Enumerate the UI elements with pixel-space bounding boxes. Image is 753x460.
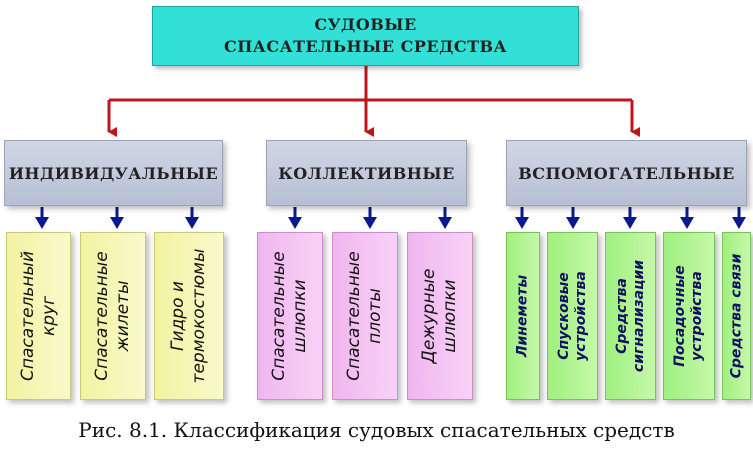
- root-title-line1: СУДОВЫЕ: [314, 15, 417, 34]
- root-node: СУДОВЫЕ СПАСАТЕЛЬНЫЕ СРЕДСТВА: [152, 6, 579, 66]
- leaf-label: Спасательные плоты: [344, 251, 385, 381]
- category-label: ВСПОМОГАТЕЛЬНЫЕ: [518, 163, 735, 183]
- arrow-leaf-9: [623, 207, 637, 229]
- category-auxiliary: ВСПОМОГАТЕЛЬНЫЕ: [506, 140, 747, 206]
- root-title-line2: СПАСАТЕЛЬНЫЕ СРЕДСТВА: [223, 37, 508, 56]
- leaf-embarkation-devices: Посадочные устройства: [663, 232, 715, 400]
- leaf-label: Спасательный круг: [17, 251, 59, 381]
- leaf-liferafts: Спасательные плоты: [332, 232, 398, 400]
- leaf-lifeboats: Спасательные шлюпки: [257, 232, 323, 400]
- arrow-leaf-2: [110, 207, 124, 229]
- leaf-launching-devices: Спусковые устройства: [547, 232, 598, 400]
- leaf-rescue-boats: Дежурные шлюпки: [407, 232, 473, 400]
- arrow-leaf-7: [515, 207, 529, 229]
- arrow-leaf-3: [185, 207, 199, 229]
- arrow-leaf-8: [566, 207, 580, 229]
- leaf-immersion-suits: Гидро и термокостюмы: [154, 232, 224, 400]
- leaf-label: Средства связи: [728, 253, 744, 379]
- category-individual: ИНДИВИДУАЛЬНЫЕ: [4, 140, 223, 206]
- leaf-signalling-means: Средства сигнализации: [605, 232, 656, 400]
- category-collective: КОЛЛЕКТИВНЫЕ: [266, 140, 467, 206]
- leaf-lifebuoy: Спасательный круг: [6, 232, 71, 400]
- arrow-leaf-4: [288, 207, 302, 229]
- arrow-leaf-10: [680, 207, 694, 229]
- leaf-label: Средства сигнализации: [613, 259, 647, 373]
- leaf-label: Спусковые устройства: [555, 271, 589, 361]
- leaf-label: Дежурные шлюпки: [419, 268, 460, 364]
- leaf-label: Линеметы: [514, 274, 531, 358]
- arrow-leaf-6: [438, 207, 452, 229]
- leaf-label: Посадочные устройства: [672, 265, 705, 367]
- category-label: ИНДИВИДУАЛЬНЫЕ: [8, 163, 219, 183]
- leaf-label: Гидро и термокостюмы: [168, 248, 209, 384]
- leaf-label: Спасательные шлюпки: [269, 251, 310, 381]
- arrow-leaf-1: [35, 207, 49, 229]
- leaf-communication-means: Средства связи: [722, 232, 751, 400]
- leaf-line-throwers: Линеметы: [506, 232, 540, 400]
- leaf-label: Спасательные жилеты: [92, 251, 133, 381]
- leaf-life-jackets: Спасательные жилеты: [80, 232, 146, 400]
- category-label: КОЛЛЕКТИВНЫЕ: [278, 163, 455, 183]
- arrow-leaf-11: [732, 207, 746, 229]
- figure-caption: Рис. 8.1. Классификация судовых спасател…: [78, 418, 675, 442]
- arrow-leaf-5: [363, 207, 377, 229]
